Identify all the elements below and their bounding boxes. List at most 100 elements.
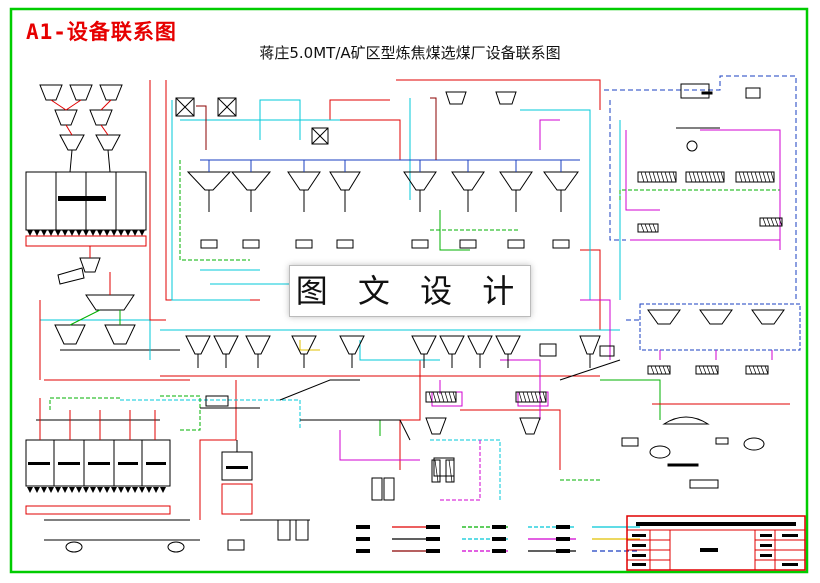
filter-plate [688, 171, 693, 183]
distributor-box [295, 239, 313, 249]
small-silo [221, 440, 253, 551]
settling-tank [291, 335, 317, 355]
pipe-segment [520, 109, 591, 300]
filter-plate [716, 171, 721, 183]
cyclone-hopper [499, 171, 533, 191]
distributor-box [459, 239, 477, 249]
pipe-segment [250, 119, 401, 160]
central-tank-row [185, 335, 601, 368]
legend-key [492, 537, 506, 541]
pipe-segment [604, 75, 797, 300]
distributor-box [552, 239, 570, 249]
filter-plate [666, 365, 671, 375]
filter-plate [662, 365, 667, 375]
filter-plate [518, 391, 523, 403]
filter-plate [440, 391, 445, 403]
pipe-segment [120, 399, 301, 430]
filter-plate [672, 171, 677, 183]
filter-plate [762, 171, 767, 183]
settling-tank [495, 335, 521, 355]
filter-plate [654, 365, 659, 375]
legend-key [356, 537, 370, 541]
legend-key [556, 549, 570, 553]
filter-plate [668, 171, 673, 183]
pipe-segment [329, 99, 390, 120]
left-bottom-bunkers [25, 398, 200, 553]
pipe-segment [300, 419, 411, 441]
filter-plate [756, 365, 761, 375]
filter-plate [770, 217, 775, 227]
settling-tank [411, 335, 437, 355]
pipe-segment [559, 359, 621, 381]
pipe-network [49, 75, 797, 521]
watermark-text: 图 文 设 计 [295, 272, 525, 310]
filter-plate [766, 217, 771, 227]
filter-plate [652, 223, 657, 233]
filter-plate [742, 171, 747, 183]
central-cyclone-row [186, 160, 579, 249]
pipe-segment [539, 119, 560, 150]
filter-plate [436, 391, 441, 403]
distributor-box [411, 239, 429, 249]
filter-plate [766, 171, 771, 183]
legend-key [426, 537, 440, 541]
cyclone-hopper [451, 171, 485, 191]
settling-tank [245, 335, 271, 355]
filter-plate [770, 171, 775, 183]
left-mid-screens [39, 246, 190, 381]
pipe-segment [625, 130, 660, 211]
filter-plate [648, 223, 653, 233]
filter-plate [698, 365, 703, 375]
legend-key [356, 525, 370, 529]
pipe-segment [196, 105, 207, 150]
filter-plate [748, 365, 753, 375]
filter-plate [704, 171, 709, 183]
filter-plate [542, 391, 547, 403]
sheet-title: A1-设备联系图 [26, 20, 177, 44]
filter-plate [746, 171, 751, 183]
legend-key [556, 537, 570, 541]
drawing-title: 蒋庄5.0MT/A矿区型炼焦煤选煤厂设备联系图 [259, 44, 561, 62]
filter-plate [758, 171, 763, 183]
filter-press [445, 459, 455, 483]
pipe-segment [430, 97, 437, 160]
legend-key [426, 525, 440, 529]
pipe-segment [439, 210, 470, 251]
filter-plate [700, 171, 705, 183]
pipe-segment [171, 100, 250, 301]
filter-plate [644, 223, 649, 233]
pipe-segment [199, 380, 237, 520]
legend-key [356, 549, 370, 553]
cyclone-hopper [543, 171, 579, 191]
left-top-feeders [39, 84, 123, 173]
filter-plate [706, 365, 711, 375]
filter-plate [658, 365, 663, 375]
filter-plate [714, 365, 719, 375]
cyclone-hopper [230, 171, 272, 191]
settling-tank [467, 335, 493, 355]
filter-plate [754, 171, 759, 183]
filter-plate [720, 171, 725, 183]
settling-tank [213, 335, 239, 355]
pipe-segment [49, 397, 120, 410]
pipe-segment [179, 160, 250, 261]
pipe-segment [310, 419, 381, 436]
outer-frame [9, 7, 809, 574]
pipe-segment [700, 129, 781, 250]
filter-press [637, 223, 659, 233]
filter-plate [530, 391, 535, 403]
central-top-tanks [175, 91, 517, 145]
filter-plate [760, 365, 765, 375]
distributor-box [507, 239, 525, 249]
filter-plate [434, 459, 439, 483]
filter-plate [712, 171, 717, 183]
filter-plate [708, 171, 713, 183]
filter-plate [448, 391, 453, 403]
filter-plate [644, 171, 649, 183]
filter-plate [750, 171, 755, 183]
filter-plate [640, 223, 645, 233]
pipe-segment [339, 430, 420, 461]
settling-tank [579, 335, 601, 355]
left-top-bunker-block [25, 171, 147, 247]
